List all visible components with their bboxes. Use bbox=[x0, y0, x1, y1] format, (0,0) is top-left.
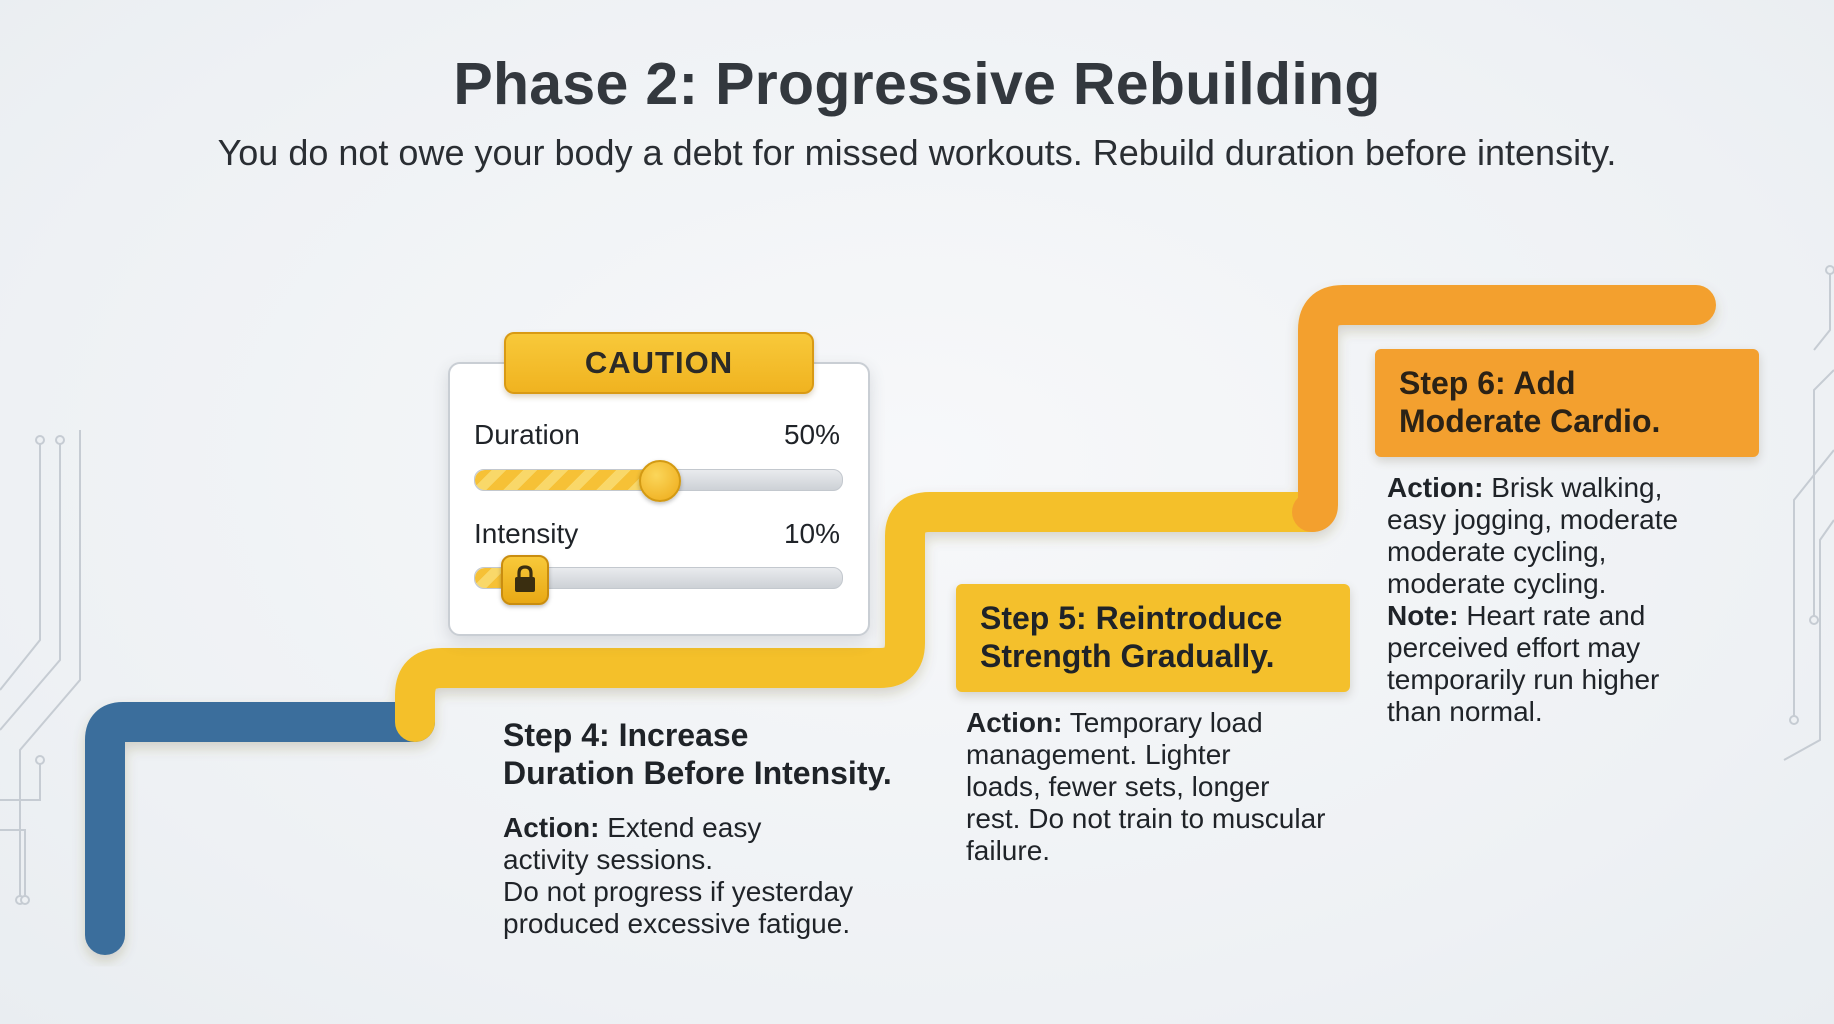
step-5-box: Step 5: Reintroduce Strength Gradually. bbox=[956, 584, 1350, 692]
intensity-value: 10% bbox=[783, 518, 840, 549]
step-6-description: Action: Brisk walking, easy jogging, mod… bbox=[1387, 472, 1679, 727]
path-segment-orange bbox=[1292, 285, 1716, 532]
page-title: Phase 2: Progressive Rebuilding bbox=[453, 51, 1381, 117]
path-segment-blue bbox=[85, 702, 435, 955]
path-segment-yellow bbox=[395, 492, 1332, 742]
step-4-description: Action: Extend easy activity sessions. D… bbox=[503, 812, 854, 939]
circuit-decoration-right bbox=[1783, 265, 1834, 761]
duration-value: 50% bbox=[783, 419, 840, 450]
intensity-slider-knob[interactable] bbox=[500, 555, 549, 605]
step-5-title-line: Step 5: Reintroduce bbox=[980, 600, 1283, 636]
step-5-description: Action: Temporary load management. Light… bbox=[966, 707, 1326, 866]
step-6-box: Step 6: Add Moderate Cardio. bbox=[1375, 349, 1759, 457]
duration-slider-fill bbox=[475, 470, 659, 490]
page-subtitle: You do not owe your body a debt for miss… bbox=[217, 132, 1617, 173]
lock-icon bbox=[514, 565, 535, 592]
step-4-title: Step 4: Increase Duration Before Intensi… bbox=[503, 717, 892, 791]
intensity-label: Intensity bbox=[474, 518, 579, 549]
circuit-decoration-left bbox=[0, 430, 81, 905]
step-6-title-line: Step 6: Add bbox=[1399, 365, 1576, 401]
duration-label: Duration bbox=[474, 419, 580, 450]
caution-badge: CAUTION bbox=[504, 332, 814, 394]
step-6-title-line: Moderate Cardio. bbox=[1399, 403, 1661, 439]
duration-slider-knob[interactable] bbox=[638, 460, 681, 502]
step-5-title-line: Strength Gradually. bbox=[980, 638, 1275, 674]
